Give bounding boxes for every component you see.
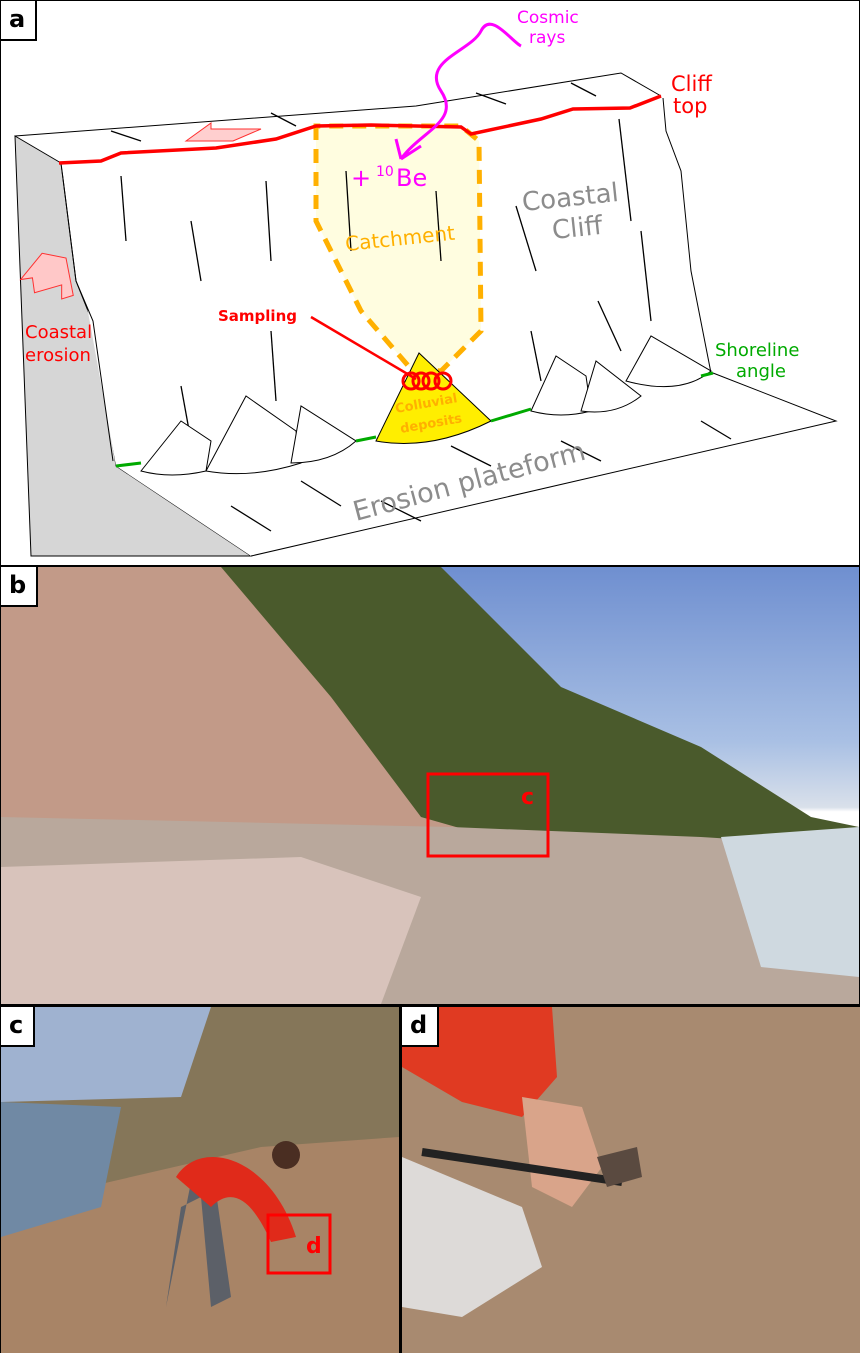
zoom-box-d-label: d: [306, 1234, 322, 1259]
cosmic-ray-icon: [394, 22, 522, 161]
cliff-top-label-2: top: [673, 94, 707, 118]
panel-label-a: a: [1, 1, 38, 41]
cliff-diagram: Cosmic rays Cliff top + 10 Be Catchment …: [14, 8, 838, 557]
be10-superscript: 10: [376, 164, 394, 180]
zoom-box-c-label: c: [521, 785, 534, 810]
shoreline-angle-line: [115, 371, 714, 468]
panel-b-photo: c b: [1, 567, 859, 1004]
sampling-label: Sampling: [218, 307, 297, 325]
be10-plus: +: [351, 164, 371, 192]
panel-label-c: c: [1, 1007, 36, 1047]
shoreline-angle-label-2: angle: [736, 361, 786, 382]
cliff-top-back: [14, 72, 662, 137]
colluvial-deposit: [375, 352, 492, 444]
cliff-right-edge: [662, 97, 712, 374]
retreat-arrow-side: [19, 252, 74, 300]
panel-d-photo: d: [402, 1007, 860, 1353]
sample-collection-photo: [402, 1007, 860, 1353]
sampling-pointer: [310, 315, 417, 381]
coastal-erosion-label: Coastal: [25, 322, 92, 343]
shoreline-angle-label: Shoreline: [715, 340, 799, 361]
coastal-cliff-photo: c: [1, 567, 859, 1004]
cosmic-rays-label: Cosmic: [517, 8, 579, 28]
panel-label-b: b: [1, 567, 39, 607]
sampling-site-photo: d: [1, 1007, 399, 1353]
coastal-cliff-label-2: Cliff: [551, 211, 605, 246]
fracture-lines: [110, 82, 732, 532]
panel-c-photo: d c: [1, 1007, 399, 1353]
cosmic-rays-label-2: rays: [529, 28, 565, 48]
zoom-box-d: [266, 1213, 332, 1275]
coastal-erosion-label-2: erosion: [25, 345, 91, 366]
platform-edge: [250, 372, 838, 557]
panel-a-diagram: Cosmic rays Cliff top + 10 Be Catchment …: [1, 1, 859, 565]
panel-label-d: d: [402, 1007, 440, 1047]
sampling-circles: [401, 371, 453, 391]
cliff-top-label: Cliff: [671, 72, 712, 96]
retreat-arrow-top: [184, 122, 262, 142]
zoom-box-c: [426, 772, 550, 858]
be10-element: Be: [396, 164, 427, 192]
cliff-top-line: [58, 94, 662, 165]
talus-cones: [140, 335, 712, 476]
